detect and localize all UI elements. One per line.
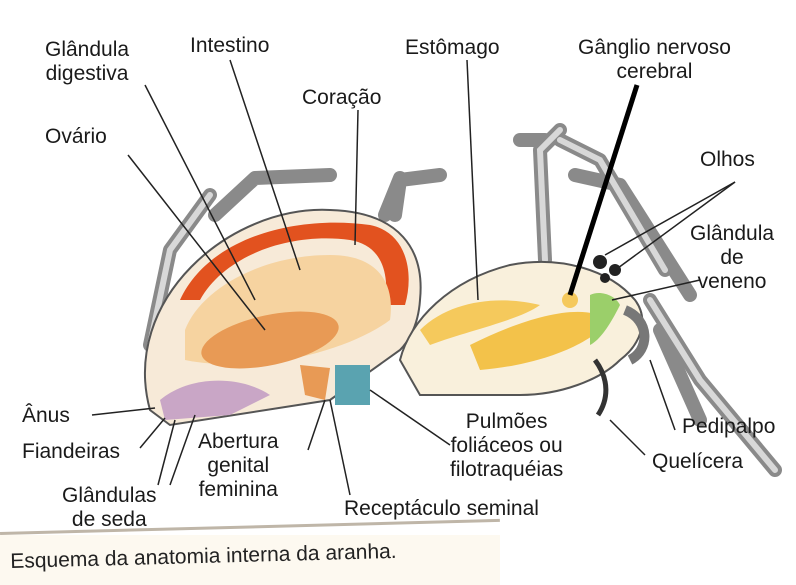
abdomen (145, 210, 421, 425)
label-intestino: Intestino (190, 34, 269, 58)
label-ovario: Ovário (45, 125, 107, 149)
label-ganglio: Gânglio nervoso cerebral (578, 36, 731, 84)
label-quelicera: Quelícera (652, 450, 743, 474)
label-glandula-veneno: Glândula de veneno (690, 222, 774, 294)
book-lung (335, 365, 370, 405)
label-glandulas-seda: Glândulas de seda (62, 484, 157, 532)
label-pulmoes: Pulmões foliáceos ou filotraquéias (450, 410, 563, 482)
label-estomago: Estômago (405, 36, 500, 60)
label-anus: Ânus (22, 404, 70, 428)
label-abertura-genital: Abertura genital feminina (198, 430, 279, 502)
label-receptaculo: Receptáculo seminal (344, 497, 539, 521)
label-fiandeiras: Fiandeiras (22, 440, 120, 464)
label-olhos: Olhos (700, 148, 755, 172)
label-glandula-digestiva: Glândula digestiva (45, 38, 129, 86)
label-pedipalpo: Pedipalpo (682, 415, 775, 439)
label-coracao: Coração (302, 86, 381, 110)
cephalothorax (400, 255, 644, 415)
